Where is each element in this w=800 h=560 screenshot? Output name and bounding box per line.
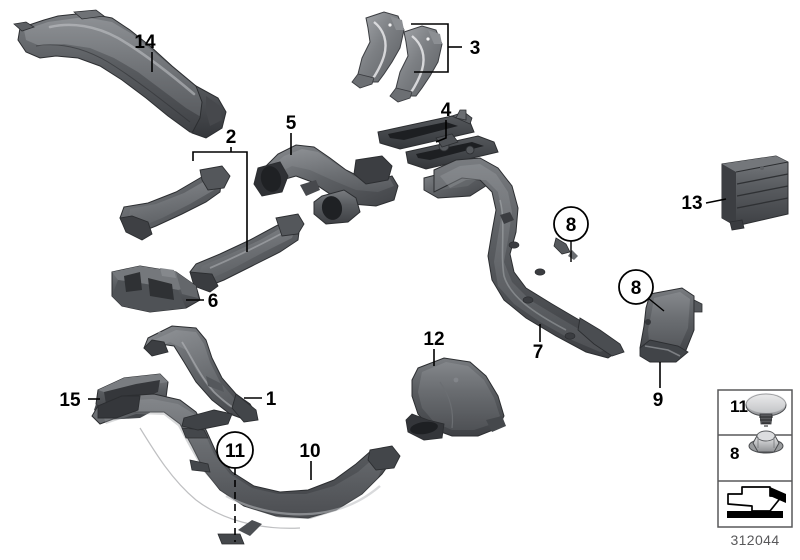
callout-8-upper[interactable]: 8 (553, 206, 589, 262)
part-14-large-curved-air-duct (13, 9, 227, 139)
part-5-center-distribution-duct (253, 144, 399, 225)
callout-13[interactable]: 13 (681, 193, 727, 214)
callout-1-label: 1 (266, 389, 277, 410)
callout-14-label: 14 (134, 32, 156, 53)
callout-14[interactable]: 14 (134, 32, 156, 72)
callout-10-label: 10 (299, 441, 320, 462)
part-13-ribbed-cover-panel (721, 155, 789, 231)
callout-13-label: 13 (681, 193, 702, 214)
callout-2[interactable]: 2 (192, 127, 248, 252)
callout-8-lower-label: 8 (631, 278, 642, 299)
callout-9-label: 9 (653, 390, 664, 411)
callout-4-label: 4 (441, 100, 452, 121)
legend-row-nut: 8 (730, 430, 784, 463)
callout-8-lower[interactable]: 8 (618, 269, 665, 312)
part-10-underfloor-main-air-duct (91, 393, 401, 545)
part-4-duct-frame-lower (405, 133, 499, 170)
legend-row-arrow (727, 486, 786, 518)
legend-label-11: 11 (730, 397, 748, 416)
part-3-bracket-left (351, 11, 405, 89)
part-2-air-duct-upper (119, 165, 231, 241)
part-1-b-pillar-air-duct (143, 325, 259, 423)
callout-1[interactable]: 1 (244, 389, 277, 410)
part-6-duct-connector-block (111, 265, 201, 313)
callout-10[interactable]: 10 (299, 441, 321, 480)
callout-15[interactable]: 15 (59, 390, 100, 411)
callout-4[interactable]: 4 (435, 100, 452, 143)
callout-7[interactable]: 7 (533, 324, 544, 363)
callout-11[interactable]: 11 (216, 431, 254, 542)
callout-6-label: 6 (208, 291, 219, 312)
callout-8-upper-label: 8 (566, 215, 577, 236)
callout-6[interactable]: 6 (186, 291, 218, 312)
part-7-rear-floor-air-duct (433, 157, 625, 359)
callout-11-label: 11 (225, 441, 246, 462)
direction-arrow-icon (727, 486, 786, 518)
push-rivet-clip-icon (745, 393, 787, 427)
callout-3[interactable]: 3 (411, 23, 481, 73)
callout-12[interactable]: 12 (423, 329, 445, 366)
callout-7-label: 7 (533, 342, 544, 363)
callout-3-label: 3 (470, 38, 481, 59)
legend-row-rivet: 11 (730, 393, 787, 427)
part-12-rear-seat-outlet-duct (405, 357, 506, 441)
callout-15-label: 15 (59, 390, 81, 411)
part-fragment-duct-edge (181, 409, 233, 431)
legend-frame (717, 389, 793, 528)
callout-2-label: 2 (226, 127, 237, 148)
hex-nut-icon (748, 430, 784, 454)
callout-9[interactable]: 9 (653, 362, 664, 411)
callout-5-label: 5 (286, 113, 297, 134)
callout-5[interactable]: 5 (286, 113, 297, 155)
part-9-duct-end-cap (639, 287, 703, 363)
legend-label-8: 8 (730, 444, 739, 463)
part-3-bracket-right (389, 25, 443, 103)
callout-12-label: 12 (423, 329, 444, 350)
diagram-code: 312044 (730, 532, 779, 548)
part-4-duct-frame-upper (377, 109, 475, 150)
